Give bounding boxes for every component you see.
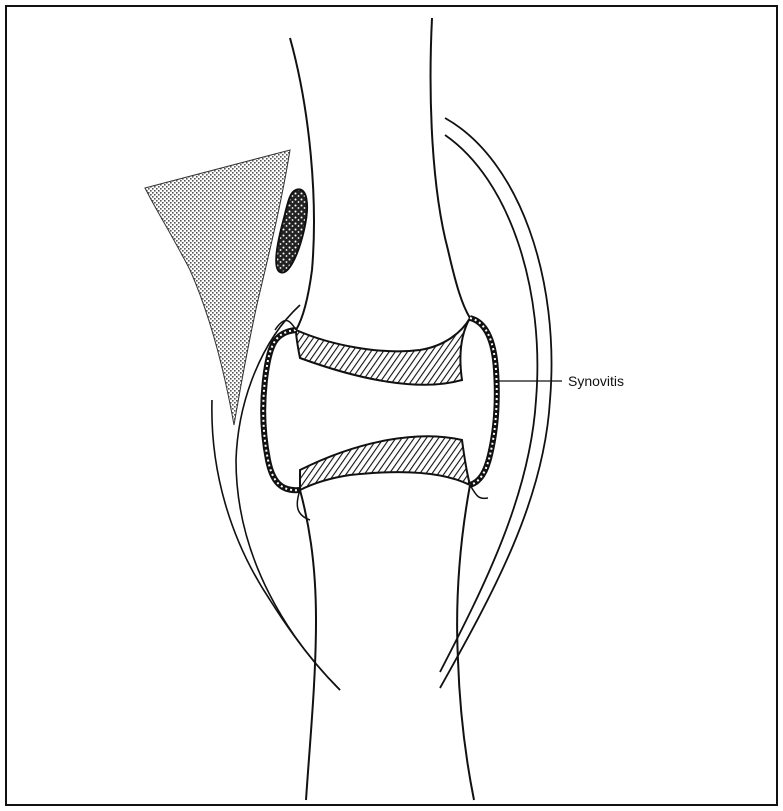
upper-bone-left-edge	[290, 38, 314, 330]
tendon-shape	[145, 150, 290, 425]
synovitis-label: Synovitis	[568, 373, 624, 389]
lower-cartilage	[300, 436, 470, 490]
lower-bone-left-edge	[300, 490, 316, 800]
figure-frame	[6, 6, 777, 805]
synovitis-right	[470, 318, 497, 485]
upper-bone-right-edge	[431, 18, 470, 318]
sesamoid-oval	[276, 189, 307, 272]
skin-outline-left-inner	[212, 400, 340, 690]
skin-outline-right-inner	[440, 135, 537, 672]
upper-cartilage	[296, 318, 470, 385]
